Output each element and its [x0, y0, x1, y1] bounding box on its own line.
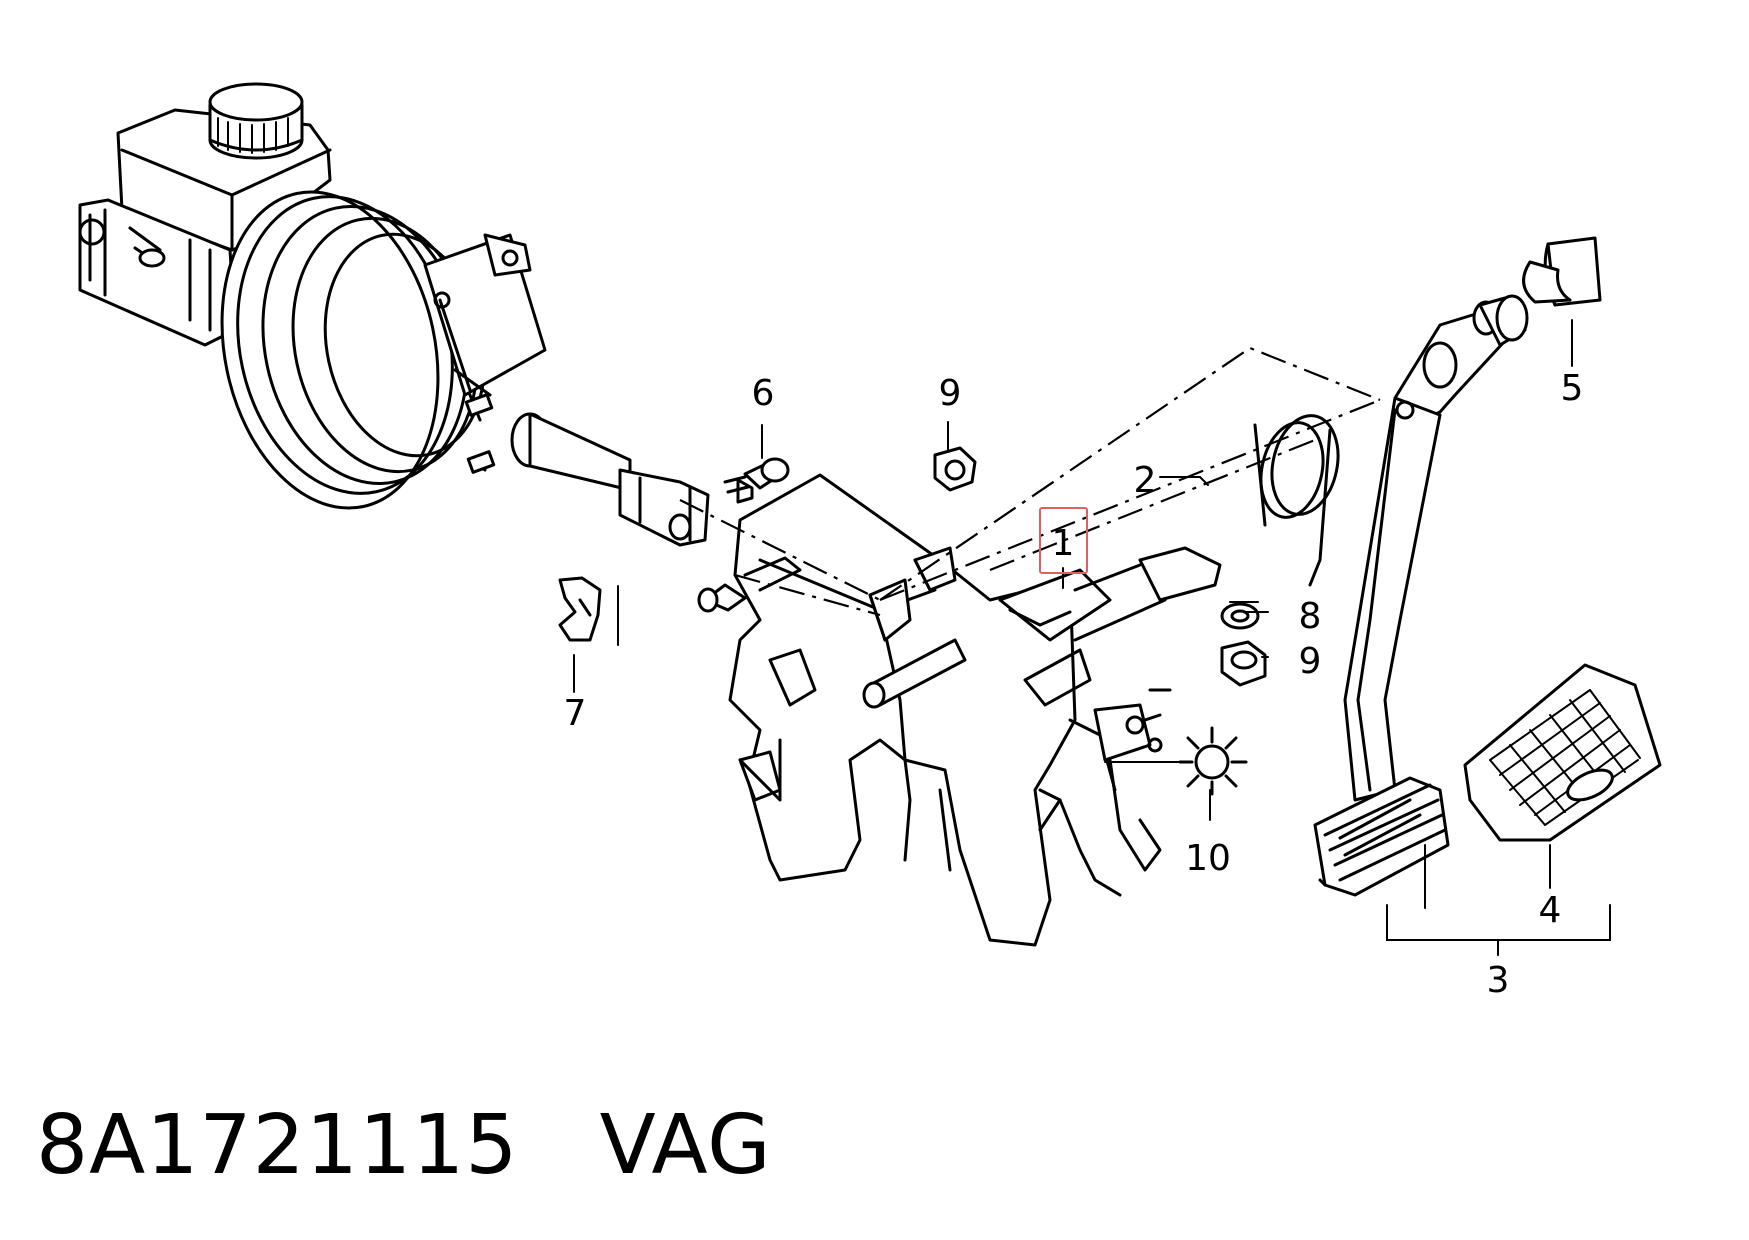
part-number-footer: 8A1721115 VAG	[36, 1098, 772, 1193]
brake-fluid-reservoir	[116, 82, 332, 252]
brake-pedal-pad	[1313, 776, 1450, 897]
callout-3: 3	[1487, 960, 1510, 1001]
callout-9-upper: 9	[939, 373, 962, 414]
washer-8	[1220, 602, 1260, 630]
callout-7: 7	[564, 693, 587, 734]
highlight-box	[1039, 507, 1088, 574]
callout-4: 4	[1539, 890, 1562, 931]
bushing-5	[1522, 236, 1602, 307]
clutch-pedal-pad	[1463, 663, 1662, 842]
leader-lines	[573, 319, 1611, 956]
callout-6: 6	[752, 373, 775, 414]
return-spring-2	[1253, 414, 1340, 587]
brand-name: VAG	[599, 1098, 772, 1193]
nut-9-lower	[1220, 640, 1267, 687]
callout-9-lower: 9	[1299, 641, 1322, 682]
callout-5: 5	[1561, 368, 1584, 409]
callout-1: 1	[1052, 523, 1075, 564]
pedal-bracket	[697, 473, 1222, 947]
clip-7	[558, 576, 602, 642]
dashed-axis-lines	[679, 346, 1381, 617]
push-rod	[510, 412, 710, 547]
callout-2: 2	[1134, 460, 1157, 501]
bolt-6	[723, 457, 790, 504]
callout-8: 8	[1299, 596, 1322, 637]
part-number: 8A1721115	[36, 1098, 519, 1193]
star-clip-10	[1178, 726, 1248, 796]
callout-10: 10	[1185, 838, 1231, 879]
brake-booster	[220, 190, 547, 510]
nut-9-upper	[933, 446, 977, 492]
brake-pedal-arm	[1343, 294, 1529, 802]
